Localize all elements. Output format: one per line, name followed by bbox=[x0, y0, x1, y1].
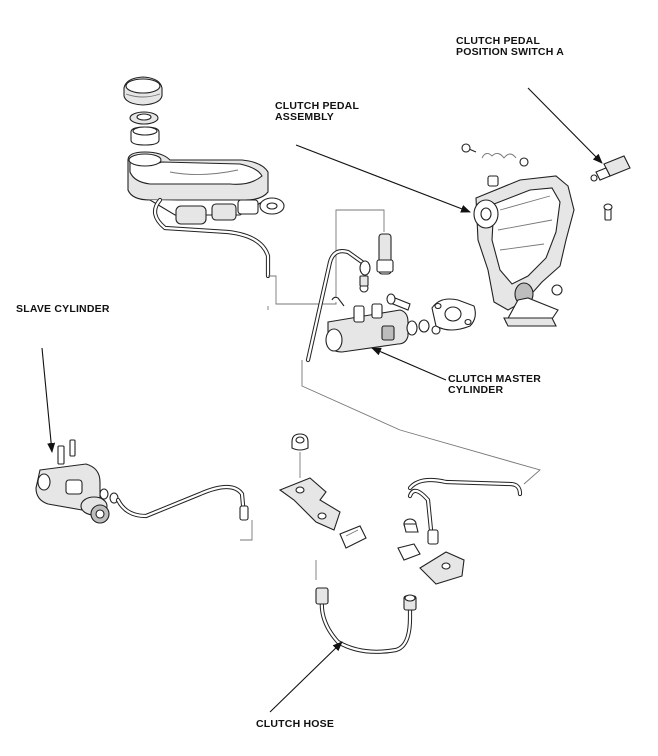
label-line-1: CLUTCH PEDAL bbox=[275, 100, 360, 112]
leader-slave bbox=[41, 347, 56, 453]
leader-master bbox=[371, 347, 447, 381]
clutch-master-cylinder bbox=[325, 275, 476, 353]
reservoir-feed-hose bbox=[152, 197, 385, 305]
label-line-2: CYLINDER bbox=[448, 384, 504, 396]
leader-lines bbox=[41, 87, 603, 713]
label-line-1: SLAVE CYLINDER bbox=[16, 303, 110, 315]
label-line-1: CLUTCH MASTER bbox=[448, 373, 542, 385]
label-line-1: CLUTCH PEDAL bbox=[456, 35, 541, 47]
boundary-lines bbox=[267, 306, 401, 431]
label-clutch-pedal-position-switch-a: CLUTCH PEDAL POSITION SWITCH A bbox=[456, 36, 564, 58]
label-slave-cylinder: SLAVE CYLINDER bbox=[16, 304, 110, 315]
leader-hose bbox=[269, 641, 343, 713]
hose-bracket-right bbox=[240, 518, 465, 585]
hose-bracket-center bbox=[278, 433, 367, 549]
clutch-hose bbox=[315, 587, 417, 654]
label-clutch-hose: CLUTCH HOSE bbox=[256, 719, 334, 730]
clutch-pedal-position-switch bbox=[590, 155, 631, 182]
master-cylinder-pipe bbox=[305, 233, 394, 363]
label-line-2: POSITION SWITCH A bbox=[456, 46, 565, 58]
slave-cylinder-pipe bbox=[115, 484, 249, 521]
leader-switch bbox=[527, 87, 603, 164]
leader-pedal bbox=[295, 144, 471, 213]
clutch-pedal-assembly bbox=[461, 143, 613, 327]
reservoir-body bbox=[127, 151, 285, 225]
label-clutch-pedal-assembly: CLUTCH PEDAL ASSEMBLY bbox=[275, 101, 359, 123]
hose-hard-line bbox=[399, 429, 541, 545]
reservoir-cap-group bbox=[123, 76, 163, 146]
label-clutch-master-cylinder: CLUTCH MASTER CYLINDER bbox=[448, 374, 541, 396]
label-line-1: CLUTCH HOSE bbox=[256, 718, 335, 730]
slave-cylinder bbox=[35, 439, 119, 524]
label-line-2: ASSEMBLY bbox=[275, 111, 334, 123]
